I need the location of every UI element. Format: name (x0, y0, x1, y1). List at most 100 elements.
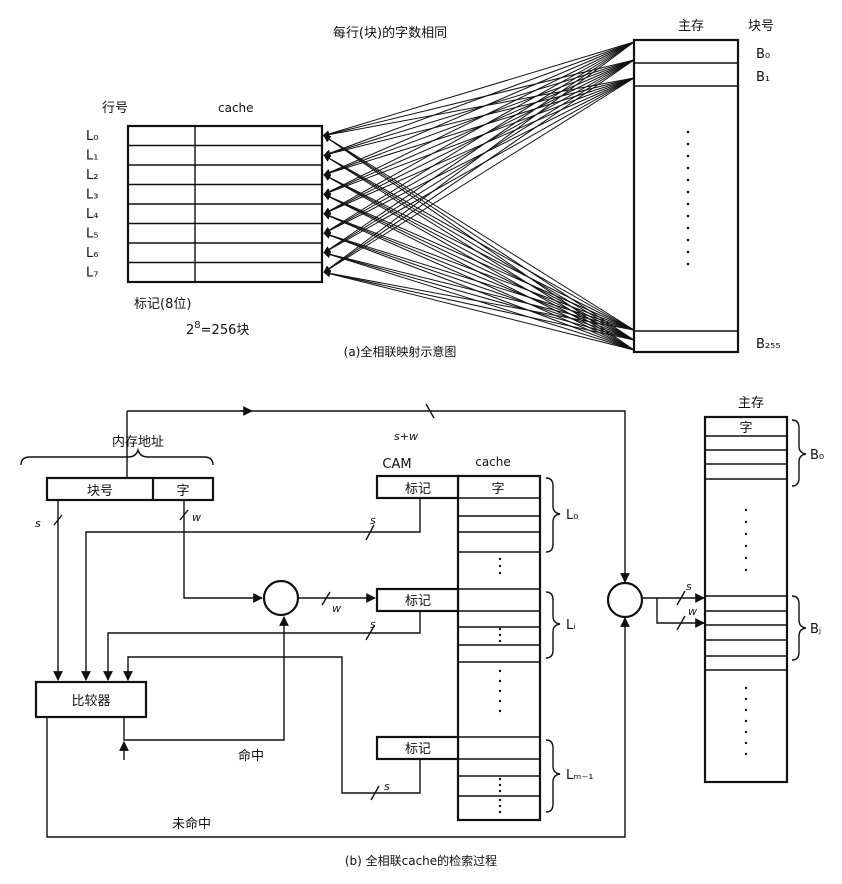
w-label: w (192, 511, 201, 524)
hit-label: 命中 (238, 748, 264, 764)
line-brace-li (545, 591, 561, 659)
row-label: L₆ (86, 246, 98, 261)
row-label: L₃ (86, 188, 98, 203)
top-note: 每行(块)的字数相同 (333, 25, 447, 41)
address-register (45, 476, 215, 502)
block-label-bj: Bⱼ (810, 622, 821, 637)
row-label: L₂ (86, 168, 98, 183)
row-label: L₀ (86, 129, 98, 144)
row-label: L₇ (86, 266, 98, 281)
ellipsis-dot (498, 798, 502, 802)
s-label: s (35, 517, 41, 530)
ellipsis-dot (744, 719, 748, 723)
s-label-2: s (370, 514, 376, 527)
cache-label-a: cache (218, 101, 254, 115)
mapping-arrow (323, 59, 635, 157)
row-label: L₁ (86, 149, 98, 164)
mapping-arrow (323, 77, 635, 215)
mapping-arrow (323, 135, 635, 341)
miss-path (46, 617, 630, 838)
ellipsis-dot (744, 752, 748, 756)
tag-cell-l0-label: 标记 (405, 482, 431, 497)
cache-word-cell: 字 (491, 482, 504, 497)
ellipsis-dot (498, 783, 502, 787)
address-title: 内存地址 (112, 434, 164, 450)
block-no-field: 块号 (87, 484, 113, 499)
mapping-arrow (323, 270, 635, 351)
ellipsis-dot (498, 709, 502, 713)
tag-li-to-comparator (103, 611, 421, 681)
mapping-arrow (323, 212, 635, 341)
comparator-label: 比较器 (71, 694, 110, 709)
sw-label: s+w (394, 430, 418, 443)
ellipsis-dot (744, 508, 748, 512)
mapping-arrows (322, 41, 635, 351)
tag-cell-lm (375, 735, 460, 761)
ellipsis-dot (686, 166, 690, 170)
block-brace-b0 (791, 419, 807, 487)
line-brace-l0 (545, 477, 561, 553)
mapping-arrow (323, 59, 635, 234)
mapping-arrow (323, 77, 635, 273)
ellipsis-dot (498, 669, 502, 673)
tag-cell-l0 (375, 474, 460, 500)
mapping-arrow (323, 77, 635, 158)
mapping-arrow (323, 174, 635, 341)
comparator-box (34, 680, 148, 719)
right-circle (606, 581, 644, 619)
ellipsis-dot (498, 557, 502, 561)
ellipsis-dot (498, 679, 502, 683)
ellipsis-dot (744, 697, 748, 701)
tag-label: 标记(8位) (134, 297, 191, 312)
main-memory-b (703, 415, 789, 784)
bus-slash (365, 524, 375, 541)
memory-label-a: 主存 (678, 19, 704, 34)
cache-label-b: cache (475, 455, 511, 469)
ellipsis-dot (498, 639, 502, 643)
ellipsis-dot (498, 689, 502, 693)
bus-slash (370, 785, 380, 801)
ellipsis-dot (744, 568, 748, 572)
mapping-arrow (323, 41, 635, 215)
mapping-arrow (323, 251, 635, 341)
cache-dots-b (498, 557, 502, 814)
mapping-arrow (323, 41, 635, 273)
mapping-arrow (322, 41, 635, 138)
block-label-b1: B₁ (756, 70, 770, 85)
mapping-arrow (323, 213, 635, 351)
ellipsis-dot (498, 810, 502, 814)
ellipsis-dot (744, 520, 748, 524)
mapping-arrow (322, 77, 635, 139)
mapping-arrow (322, 59, 635, 138)
tag-cell-li-label: 标记 (405, 594, 431, 609)
memory-word-cell: 字 (739, 421, 752, 436)
block-header: 块号 (748, 19, 774, 34)
memory-dots-a (686, 130, 690, 266)
mapping-arrow (323, 174, 635, 351)
ellipsis-dot (498, 699, 502, 703)
sw-bus (127, 410, 630, 583)
ellipsis-dot (498, 564, 502, 568)
mapping-arrow (323, 251, 635, 351)
ellipsis-dot (744, 708, 748, 712)
memory-dots-b (744, 508, 748, 756)
ellipsis-dot (498, 571, 502, 575)
caption-b: (b) 全相联cache的检索过程 (345, 853, 497, 868)
ellipsis-dot (686, 142, 690, 146)
mapping-arrow (323, 41, 635, 157)
mapping-arrow (323, 41, 635, 254)
mapping-arrow (323, 77, 635, 196)
ellipsis-dot (686, 226, 690, 230)
w-label-3: w (688, 605, 697, 618)
ellipsis-dot (686, 214, 690, 218)
mapping-arrow (323, 193, 635, 351)
tag-l0-to-comparator (81, 498, 421, 681)
ellipsis-dot (686, 130, 690, 134)
mapping-arrow (323, 41, 635, 195)
mapping-arrow (323, 77, 635, 254)
ellipsis-dot (744, 730, 748, 734)
bus-slash (676, 615, 686, 631)
tag-lm-to-comparator (123, 656, 421, 794)
